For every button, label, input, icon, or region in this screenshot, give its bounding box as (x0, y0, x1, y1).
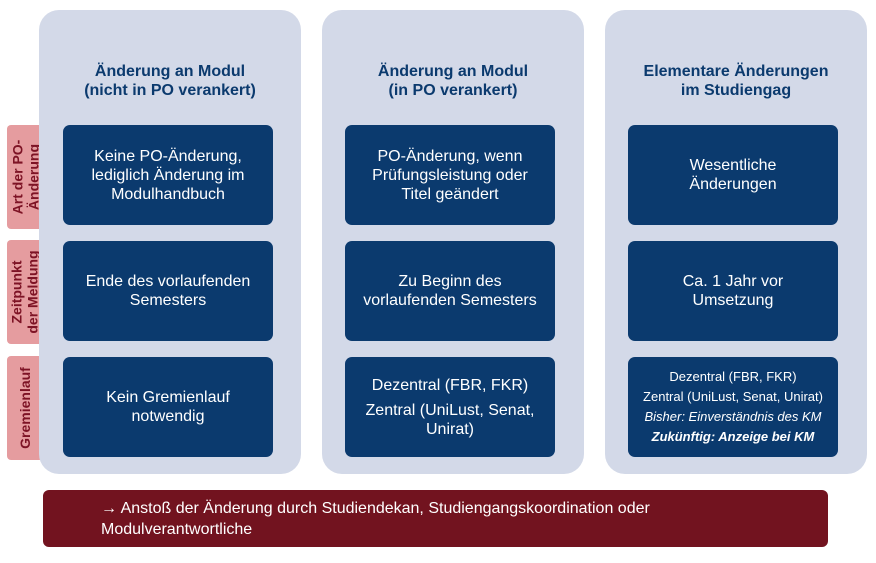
row-label-line: Gremienlauf (17, 367, 34, 449)
box-line: Titel geändert (401, 185, 499, 203)
box-line: Zu Beginn des (398, 273, 502, 290)
box-art: PO-Änderung, wenn Prüfungsleistung oder … (345, 125, 555, 225)
box-line: Keine PO-Änderung, (94, 147, 242, 165)
box-line: Zukünftig: Anzeige bei KM (651, 429, 815, 444)
box-line: Modulhandbuch (111, 185, 225, 203)
initiative-banner: → Anstoß der Änderung durch Studiendekan… (43, 490, 828, 547)
box-line: Zentral (UniLust, Senat, (365, 401, 535, 419)
box-line: Ende des vorlaufenden (85, 273, 251, 290)
box-line: Dezentral (FBR, FKR) (669, 369, 797, 384)
box-line: Semesters (129, 292, 207, 309)
column-title-line: Änderung an Modul (377, 63, 529, 80)
row-label-art: Art der PO-Änderung (7, 125, 43, 229)
column-modul-nicht-po: Änderung an Modul (nicht in PO verankert… (39, 10, 301, 474)
box-gremienlauf: Dezentral (FBR, FKR) Zentral (UniLust, S… (628, 357, 838, 457)
row-label-line: Art der PO- (9, 139, 25, 215)
box-zeitpunkt: Zu Beginn des vorlaufenden Semesters (345, 241, 555, 341)
box-line: Dezentral (FBR, FKR) (371, 376, 529, 394)
column-title-line: (nicht in PO verankert) (84, 82, 256, 99)
box-line: Umsetzung (692, 292, 774, 309)
column-title-line: Änderung an Modul (94, 63, 246, 80)
column-title-line: (in PO verankert) (388, 82, 518, 99)
box-line: vorlaufenden Semesters (363, 292, 537, 309)
banner-line: Modulverantwortliche (101, 521, 253, 538)
box-gremienlauf: Kein Gremienlauf notwendig (63, 357, 273, 457)
box-line: Wesentliche (689, 157, 777, 174)
box-line: Zentral (UniLust, Senat, Unirat) (643, 389, 823, 404)
box-line: Änderungen (689, 176, 777, 193)
box-zeitpunkt: Ende des vorlaufenden Semesters (63, 241, 273, 341)
box-line: lediglich Änderung im (91, 166, 245, 184)
column-title: Änderung an Modul (nicht in PO verankert… (39, 62, 301, 100)
row-label-gremienlauf: Gremienlauf (7, 356, 43, 460)
box-line: Ca. 1 Jahr vor (682, 273, 784, 290)
column-title: Änderung an Modul (in PO verankert) (322, 62, 584, 100)
column-title-line: im Studiengag (680, 82, 792, 99)
box-line: Unirat) (425, 420, 474, 438)
box-line: Kein Gremienlauf (106, 389, 230, 406)
box-art: Wesentliche Änderungen (628, 125, 838, 225)
box-art: Keine PO-Änderung, lediglich Änderung im… (63, 125, 273, 225)
column-title-line: Elementare Änderungen (643, 63, 829, 80)
column-title: Elementare Änderungen im Studiengag (605, 62, 867, 100)
box-line: PO-Änderung, wenn (377, 147, 523, 165)
box-line: Prüfungsleistung oder (372, 166, 528, 184)
box-line: Bisher: Einverständnis des KM (644, 409, 822, 424)
box-gremienlauf: Dezentral (FBR, FKR) Zentral (UniLust, S… (345, 357, 555, 457)
banner-line: → Anstoß der Änderung durch Studiendekan… (101, 500, 650, 517)
box-zeitpunkt: Ca. 1 Jahr vor Umsetzung (628, 241, 838, 341)
column-elementare-aenderungen: Elementare Änderungen im Studiengag Wese… (605, 10, 867, 474)
column-modul-in-po: Änderung an Modul (in PO verankert) PO-Ä… (322, 10, 584, 474)
row-label-line: Zeitpunkt (9, 260, 26, 324)
box-line: notwendig (131, 408, 205, 425)
